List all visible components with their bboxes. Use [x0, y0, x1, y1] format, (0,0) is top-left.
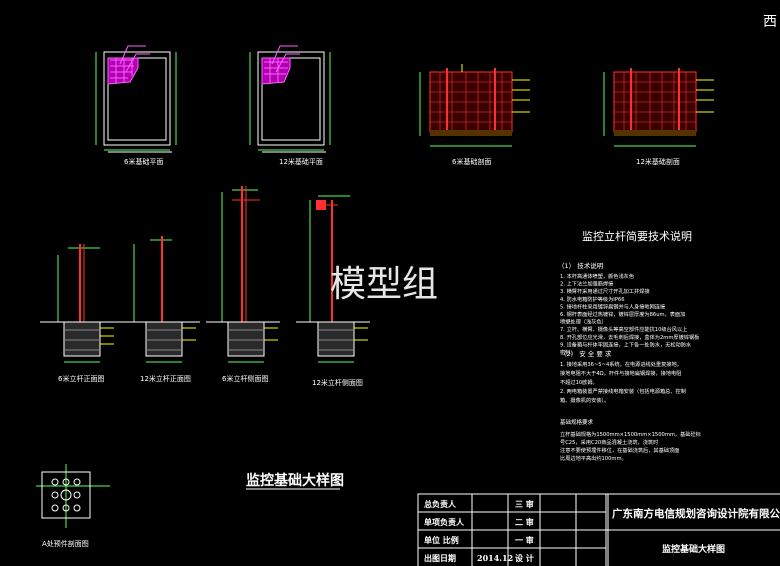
note-line: 5. 接地杆柱采用镀锌扁钢并与人身接地网连接	[560, 302, 665, 310]
elevation-12m-side	[296, 195, 370, 363]
plan-6m-foundation	[95, 45, 177, 153]
tb-drawing-name: 监控基础大样图	[662, 543, 725, 555]
tb-mid-label-3: 一 审	[515, 535, 534, 545]
detail-a-plate	[36, 464, 110, 528]
elevation-label-2: 12米立杆正面图	[140, 374, 191, 383]
plan-label-2: 12米基础平面	[279, 157, 323, 166]
tb-mid-label-4: 设 计	[515, 553, 534, 563]
note-line: 接地电阻不大于4Ω，杆件与接地扁钢焊接，接地电阻	[560, 369, 681, 377]
note-line: 8. 开孔部位应光滑，去毛刺后焊接，盒体为2mm厚镀锌钢板	[560, 333, 700, 341]
tb-company: 广东南方电信规划咨询设计院有限公	[612, 507, 780, 520]
section-12m-foundation	[603, 68, 714, 147]
note-line: 4. 防水电箱防护等级为IP66	[560, 295, 625, 303]
corner-glyph: 西	[763, 14, 777, 30]
note-line: 1. 接地采用36~5~4系统，在电源进线处重复接地。	[560, 360, 682, 368]
elevation-label-1: 6米立杆正面图	[58, 374, 104, 383]
note-line: 立杆基础规格为1500mm×1500mm×1500mm，基础砼标	[560, 430, 701, 438]
tb-left-label-2: 单项负责人	[424, 517, 465, 527]
note-line: 喷塑处理（浅灰色）	[560, 318, 607, 326]
tb-left-label-3: 单位 比例	[424, 535, 459, 545]
note-line: 注意不要使预埋件移位，在基础浇筑后，其基础顶面	[560, 446, 679, 454]
note-line: 2. 两电箱装置严禁接线电箱安装（包括电源箱总、控制	[560, 387, 686, 395]
title-block: 总负责人 单项负责人 单位 比例 出图日期 2014.12 三 审 二 审 一 …	[417, 493, 780, 566]
note-line: 9. 设备箱与杆体牢固连接，上下各一处防水，无松动防水	[560, 340, 692, 348]
elevation-label-3: 6米立杆侧面图	[222, 374, 268, 383]
elevation-6m-side	[206, 186, 280, 363]
notes-section1-title: （1） 技术说明	[558, 261, 604, 270]
note-line: 1. 本杆高通体喷塑，颜色浅灰色	[560, 272, 634, 280]
plan-label-3: 6米基础剖面	[452, 157, 491, 166]
tb-date: 2014.12	[477, 553, 513, 563]
notes-section3-title: 基础规格要求	[560, 418, 594, 426]
plan-label-4: 12米基础剖面	[636, 157, 680, 166]
note-line: 不超过10欧姆。	[560, 378, 598, 386]
elevation-label-4: 12米立杆侧面图	[312, 378, 363, 387]
note-line: 比周边地平高出约100mm。	[560, 454, 627, 462]
section-6m-foundation	[419, 64, 530, 147]
watermark: 模型组	[330, 264, 438, 305]
notes-section2-title: （2） 安 全 要 求	[560, 349, 612, 358]
plan-12m-foundation	[249, 45, 331, 153]
detail-label: A处预件剖面图	[42, 539, 89, 548]
plan-label-1: 6米基础平面	[124, 157, 163, 166]
note-line: 箱、摄像机的安装）。	[560, 396, 609, 404]
note-line: 6. 钢杆表面经过热镀锌，镀锌层厚度为86um，表面加	[560, 310, 685, 318]
notes-title: 监控立杆简要技术说明	[582, 229, 692, 243]
tb-mid-label-2: 二 审	[515, 517, 534, 527]
elevation-6m-front	[40, 244, 122, 363]
tb-left-label-4: 出图日期	[424, 553, 456, 563]
main-title: 监控基础大样图	[246, 472, 344, 489]
tb-mid-label-1: 三 审	[515, 499, 534, 509]
note-line: 密封。	[560, 348, 576, 356]
tb-left-label-1: 总负责人	[424, 499, 457, 509]
note-line: 7. 立杆、横臂、摄像头等高空部件应能抗10级台风以上	[560, 325, 687, 333]
note-line: 3. 横臂杆采用通过尺寸开孔加工并焊接	[560, 287, 650, 295]
note-line: 2. 上下法兰加强筋焊接	[560, 280, 613, 288]
note-line: 号C25，采用C20商品混凝土浇筑，浇筑时	[560, 438, 658, 446]
elevation-12m-front	[122, 236, 200, 363]
